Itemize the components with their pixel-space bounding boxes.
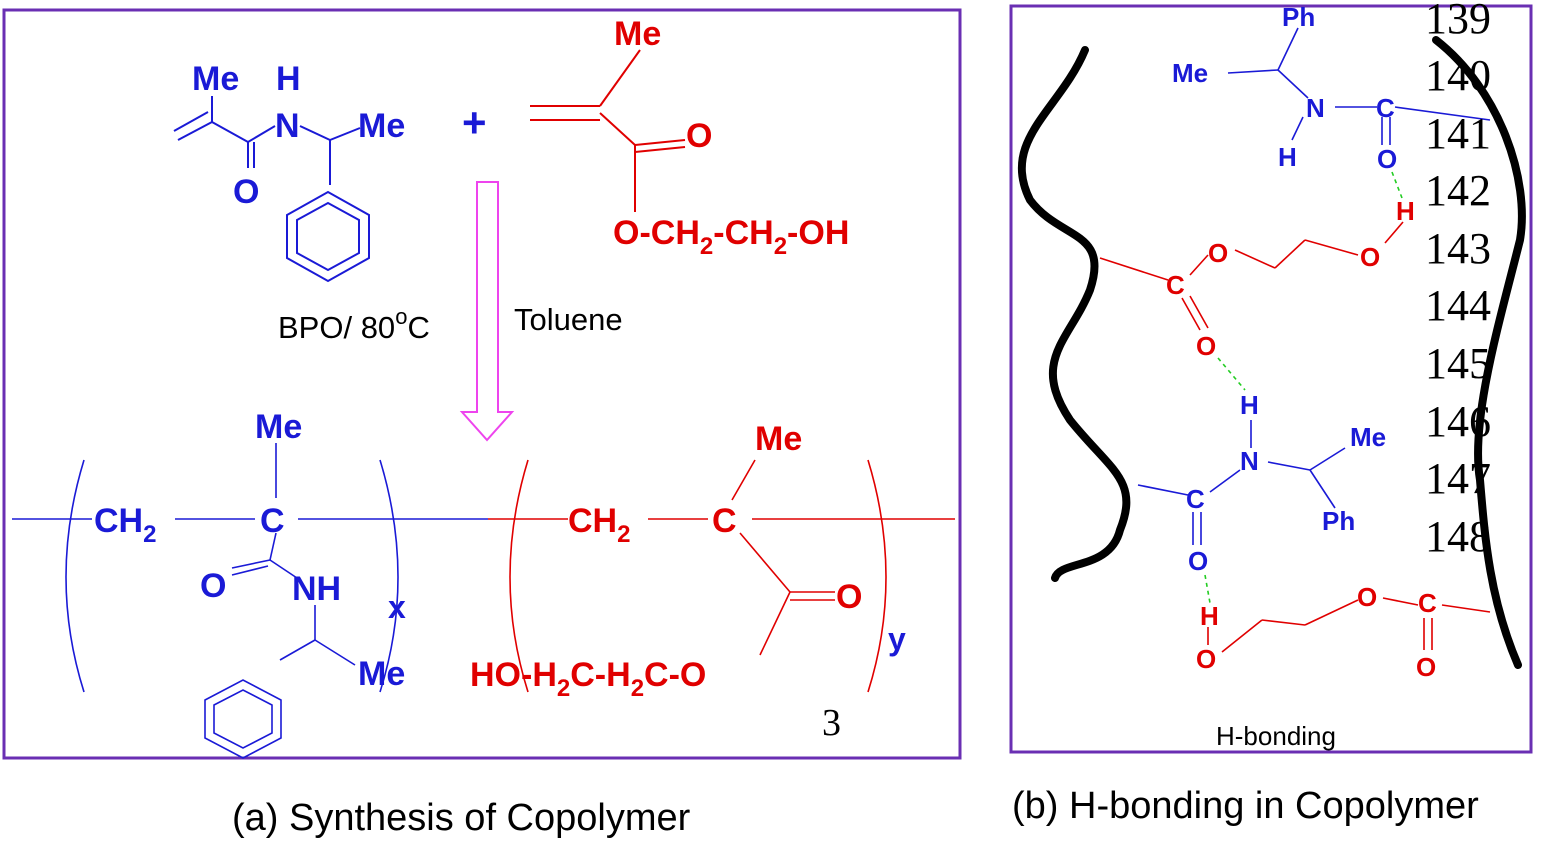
atom-o6: O (1196, 644, 1216, 674)
panel-b-frame (1009, 4, 1533, 754)
compound-number: 3 (822, 702, 841, 744)
polymer-side-chain: HO-H2C-H2C-O (470, 656, 706, 702)
plus-sign: + (462, 99, 487, 146)
monomer2-o: O (686, 117, 712, 155)
line-number: 148 (1425, 512, 1491, 561)
polymer-nh: NH (292, 570, 341, 608)
atom-n2: N (1240, 446, 1259, 476)
monomer1-n: N (275, 107, 300, 145)
monomer1-h: H (276, 60, 301, 98)
polymer-bonds (12, 443, 955, 759)
atom-h2: H (1396, 196, 1415, 226)
atom-c3: C (1186, 484, 1205, 514)
line-number: 140 (1425, 51, 1491, 100)
monomer1-bonds (173, 96, 370, 283)
atom-me1: Me (1172, 58, 1208, 88)
line-number: 147 (1425, 454, 1491, 503)
polymer-me1: Me (255, 408, 302, 446)
polymer-me-end: Me (358, 655, 405, 693)
polymer-ch2-2: CH2 (568, 502, 630, 548)
atom-n1: N (1306, 93, 1325, 123)
polymer-chain-left (1017, 46, 1131, 582)
hbond-atom-labels: Ph Me N C H O H O O C O H N Me C Ph O H … (1166, 2, 1437, 682)
conditions-left: BPO/ 80oC (278, 304, 430, 345)
atom-o8: O (1416, 652, 1436, 682)
line-number: 146 (1425, 397, 1491, 446)
polymer-me2: Me (755, 420, 802, 458)
polymer-o2: O (836, 578, 862, 616)
polymer-c2: C (712, 502, 737, 540)
atom-c4: C (1418, 588, 1437, 618)
polymer-chain-right (1432, 36, 1526, 669)
atom-h1: H (1278, 142, 1297, 172)
conditions-right: Toluene (514, 302, 623, 337)
polymer-y: y (888, 621, 906, 657)
hbonding-label: H-bonding (1216, 721, 1336, 751)
monomer2-chain: O-CH2-CH2-OH (613, 214, 849, 260)
line-number: 141 (1425, 109, 1491, 158)
monomer2-bonds (530, 49, 686, 212)
atom-o1: O (1377, 144, 1397, 174)
polymer-x: x (388, 589, 406, 625)
atom-ph1: Ph (1282, 2, 1315, 32)
line-number: 143 (1425, 224, 1491, 273)
panel-a-frame (2, 8, 962, 760)
monomer1-me2: Me (358, 107, 405, 145)
monomer1-me: Me (192, 60, 239, 98)
atom-o3: O (1360, 242, 1380, 272)
polymer-o1: O (200, 567, 226, 605)
atom-h4: H (1200, 601, 1219, 631)
line-numbers: 139 140 141 142 143 144 145 146 147 148 (1425, 0, 1491, 561)
line-number: 139 (1425, 0, 1491, 43)
atom-me2: Me (1350, 422, 1386, 452)
atom-o4: O (1196, 331, 1216, 361)
polymer-ch2-1: CH2 (94, 502, 156, 548)
monomer2-me: Me (614, 15, 661, 53)
atom-o7: O (1357, 582, 1377, 612)
line-number: 142 (1425, 166, 1491, 215)
atom-o2: O (1208, 238, 1228, 268)
line-number: 145 (1425, 339, 1491, 388)
atom-h3: H (1240, 390, 1259, 420)
monomer1-o: O (233, 173, 259, 211)
caption-a: (a) Synthesis of Copolymer (232, 797, 691, 839)
atom-ph2: Ph (1322, 506, 1355, 536)
polymer-c1: C (260, 502, 285, 540)
caption-b: (b) H-bonding in Copolymer (1012, 785, 1479, 827)
line-number: 144 (1425, 281, 1491, 330)
hbond-molecule-bonds (1099, 27, 1491, 653)
atom-c2: C (1166, 270, 1185, 300)
atom-o5: O (1188, 546, 1208, 576)
atom-c1: C (1376, 93, 1395, 123)
reaction-arrow (459, 181, 515, 442)
